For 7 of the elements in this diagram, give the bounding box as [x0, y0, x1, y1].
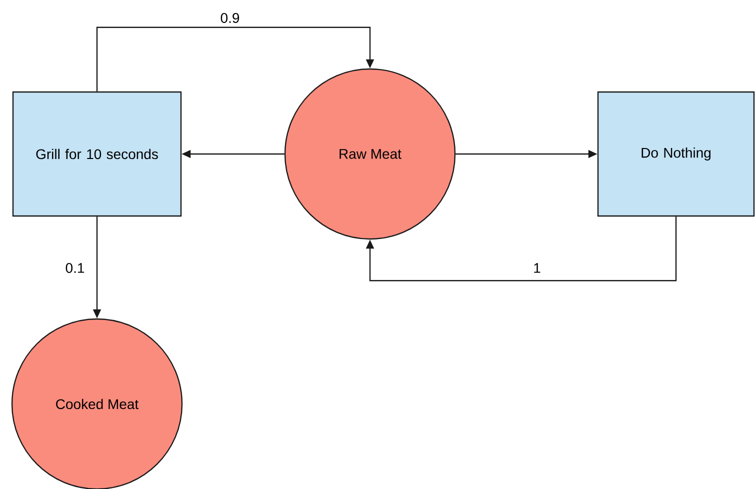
process-box: Do Nothing [597, 91, 755, 217]
arrow [366, 216, 677, 282]
process-box: Grill for 10 seconds [12, 91, 182, 217]
edge-label: 0.9 [219, 12, 241, 24]
edge-label: 1 [532, 262, 542, 274]
arrow [96, 26, 374, 92]
edge-label: 0.1 [64, 262, 86, 274]
